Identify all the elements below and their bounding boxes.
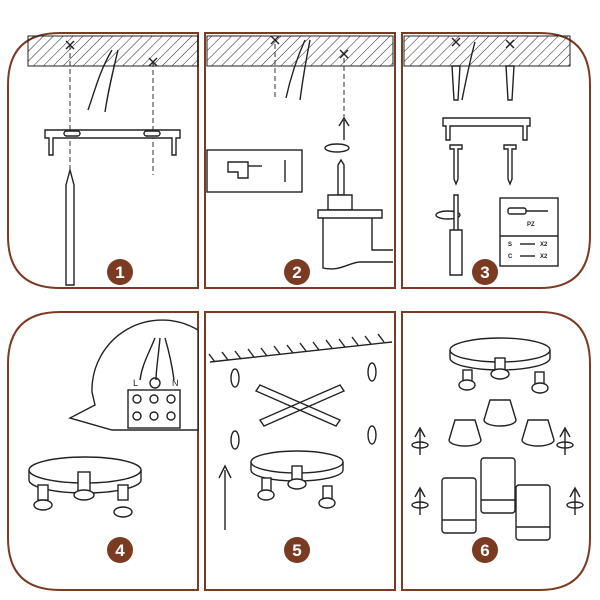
screwdriver-icon xyxy=(449,194,463,276)
mark-x-icon xyxy=(65,40,158,67)
screw-icon xyxy=(449,144,517,186)
socket-icon xyxy=(33,471,133,518)
rotate-icon xyxy=(324,143,350,153)
svg-text:S: S xyxy=(508,242,512,248)
step-3-panel: PZ S C X2 X2 xyxy=(401,32,591,289)
bulb-icon xyxy=(448,419,482,447)
step-3-badge: 3 xyxy=(472,259,498,285)
svg-text:4: 4 xyxy=(115,541,125,560)
step-4-badge: 4 xyxy=(107,537,133,563)
cross-bracket xyxy=(254,384,346,427)
ground-icon xyxy=(149,377,161,389)
svg-text:PZ: PZ xyxy=(527,222,535,228)
step-2-badge: 2 xyxy=(284,259,310,285)
wall-plug xyxy=(451,65,515,101)
svg-text:L: L xyxy=(133,378,138,388)
step-1-badge: 1 xyxy=(107,259,133,285)
svg-text:5: 5 xyxy=(292,541,301,560)
rotate-icon xyxy=(435,210,461,220)
svg-text:1: 1 xyxy=(115,263,124,282)
ceiling xyxy=(403,35,571,67)
drill-bit xyxy=(337,158,345,196)
rotate-icon xyxy=(230,368,240,388)
step-2-panel xyxy=(204,32,396,289)
step-4-panel: L N xyxy=(7,311,199,591)
arrow-up-icon xyxy=(338,116,350,140)
mark-x-icon xyxy=(270,35,349,59)
ceiling xyxy=(27,35,199,67)
lamp-shade xyxy=(441,457,551,541)
svg-text:N: N xyxy=(172,378,179,388)
pencil-icon xyxy=(65,167,75,286)
svg-text:3: 3 xyxy=(480,263,489,282)
step-5-badge: 5 xyxy=(284,537,310,563)
svg-text:2: 2 xyxy=(292,263,301,282)
step-6-badge: 6 xyxy=(472,537,498,563)
step-1-panel xyxy=(7,32,199,289)
tool-legend xyxy=(499,197,559,267)
svg-text:6: 6 xyxy=(480,541,489,560)
drill xyxy=(317,209,383,219)
arrow-up-icon xyxy=(218,464,232,530)
svg-text:C: C xyxy=(508,254,513,260)
drill-icon xyxy=(227,161,249,179)
step-6-panel xyxy=(401,311,591,591)
svg-text:X2: X2 xyxy=(540,242,548,248)
step-5-panel xyxy=(204,311,396,591)
mounting-bracket xyxy=(442,117,531,141)
svg-text:X2: X2 xyxy=(540,254,548,260)
terminal-block xyxy=(127,389,181,429)
drill-bit-inset xyxy=(206,149,303,193)
wires xyxy=(87,49,119,113)
